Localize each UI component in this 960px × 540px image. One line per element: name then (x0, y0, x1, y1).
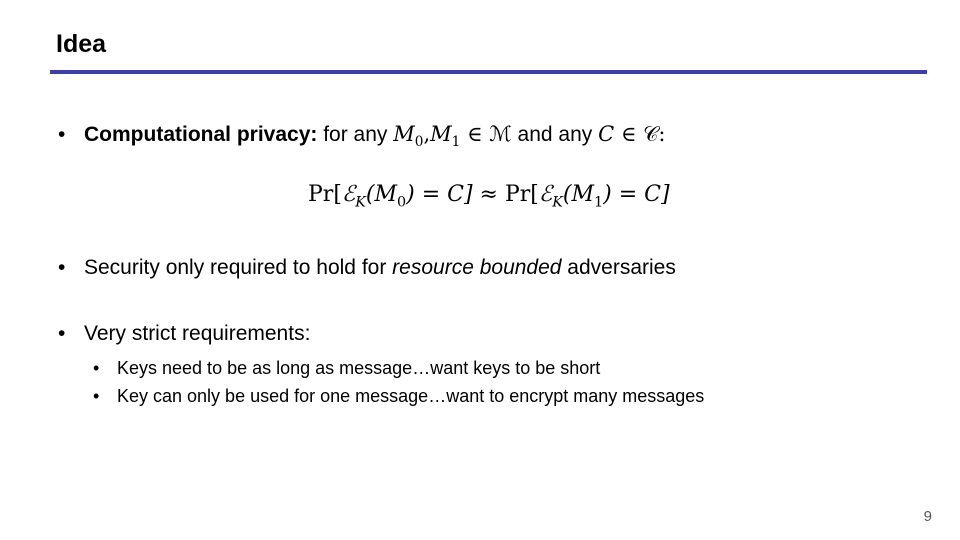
math-m: M (393, 122, 415, 146)
bullet-text: Security only required to hold for (84, 256, 393, 279)
bullet-lead: Computational privacy: (84, 123, 318, 146)
title-underline (50, 70, 927, 74)
bullet-symbol: • (58, 123, 66, 146)
formula-arg: (M (365, 182, 398, 207)
bullet-text: for any (317, 123, 394, 146)
bullet-text: and any (511, 123, 599, 146)
formula-key: K (355, 194, 366, 211)
bullet-strict-requirements: • Very strict requirements: (58, 322, 310, 346)
sub-bullet-text: Key can only be used for one message…wan… (117, 386, 705, 406)
math-m: M (430, 122, 452, 146)
bullet-emphasis: resource bounded (392, 256, 562, 279)
formula-end: ) = C] (603, 182, 670, 207)
formula-pr: Pr[ (504, 182, 539, 207)
formula-pr: Pr[ (308, 182, 342, 207)
math-sub: 1 (451, 134, 461, 151)
math-c: C (598, 122, 615, 146)
formula-enc: ℰ (341, 182, 356, 207)
bullet-text: adversaries (561, 256, 676, 279)
bullet-symbol: • (93, 386, 100, 406)
formula-key: K (552, 194, 563, 211)
math-relation: ∈ 𝒞: (614, 122, 666, 146)
bullet-symbol: • (58, 256, 66, 279)
math-relation: ∈ ℳ (460, 122, 512, 146)
formula-approx: ≈ (472, 182, 505, 207)
bullet-symbol: • (93, 358, 100, 378)
bullet-security: • Security only required to hold for reso… (58, 256, 676, 280)
sub-bullet-key-length: • Keys need to be as long as message…want… (93, 358, 600, 379)
formula-enc: ℰ (538, 182, 553, 207)
bullet-symbol: • (58, 322, 66, 345)
bullet-text: Very strict requirements: (84, 322, 311, 345)
slide-title: Idea (56, 30, 107, 58)
math-sub: 0 (414, 134, 424, 151)
formula-sub: 1 (594, 194, 604, 211)
math-sep: , (423, 122, 431, 146)
formula-end: ) = C] (406, 182, 473, 207)
formula-arg: (M (562, 182, 595, 207)
page-number: 9 (923, 508, 932, 525)
privacy-formula: Pr[ℰK(M0) = C] ≈ Pr[ℰK(M1) = C] (308, 182, 670, 210)
formula-sub: 0 (397, 194, 407, 211)
sub-bullet-key-reuse: • Key can only be used for one message…wa… (93, 386, 704, 407)
bullet-computational-privacy: •Computational privacy: for any M0,M1 ∈ … (58, 122, 665, 150)
sub-bullet-text: Keys need to be as long as message…want … (117, 358, 601, 378)
